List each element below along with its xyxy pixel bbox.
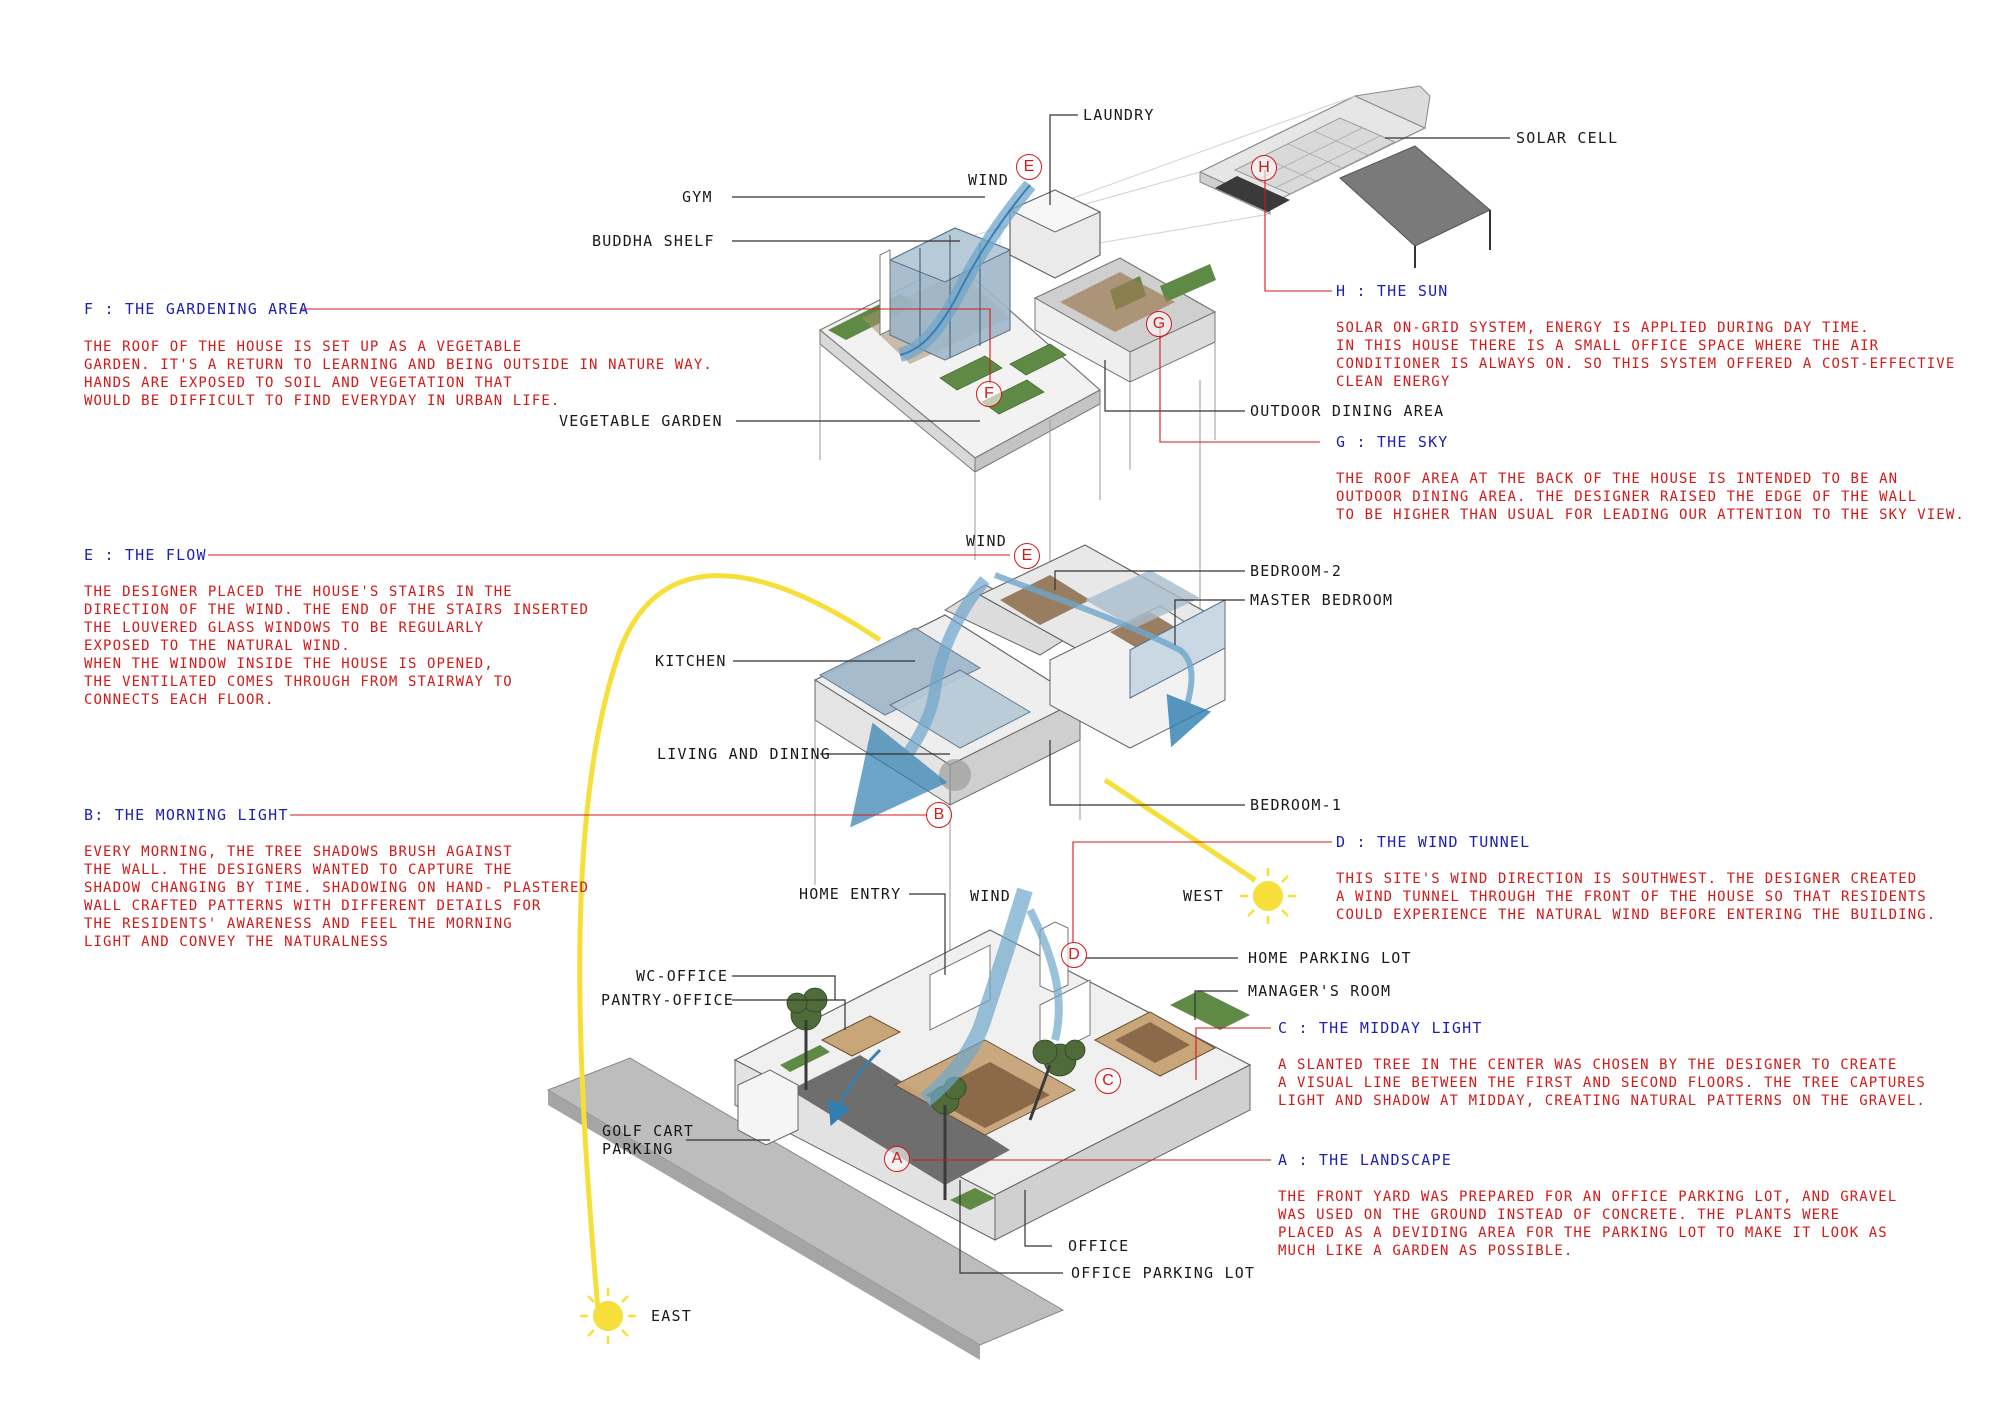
sun-icon-west — [1240, 868, 1296, 924]
section-h-title: H : THE SUN — [1336, 282, 1449, 300]
marker-f: F — [976, 381, 1002, 407]
label-east: EAST — [651, 1307, 692, 1325]
label-wind-low: WIND — [970, 887, 1011, 905]
label-wc-office: WC-OFFICE — [636, 967, 729, 985]
section-g-body: THE ROOF AREA AT THE BACK OF THE HOUSE I… — [1336, 471, 1965, 523]
middle-floor-module — [813, 544, 1226, 980]
section-c-title: C : THE MIDDAY LIGHT — [1278, 1019, 1483, 1037]
label-home-parking: HOME PARKING LOT — [1248, 949, 1412, 967]
marker-d: D — [1061, 942, 1087, 968]
label-leaders — [686, 114, 1510, 1274]
label-office: OFFICE — [1068, 1237, 1130, 1255]
ground-floor-module — [546, 887, 1252, 1360]
sun-path — [577, 573, 1257, 1311]
section-e-body: THE DESIGNER PLACED THE HOUSE'S STAIRS I… — [84, 584, 590, 708]
label-golf-cart-parking: GOLF CART PARKING — [602, 1122, 695, 1158]
section-leaders — [208, 170, 1332, 1161]
label-outdoor-dining: OUTDOOR DINING AREA — [1250, 402, 1445, 420]
label-kitchen: KITCHEN — [655, 652, 727, 670]
marker-b: B — [926, 802, 952, 828]
label-vegetable-garden: VEGETABLE GARDEN — [559, 412, 723, 430]
section-a-body: THE FRONT YARD WAS PREPARED FOR AN OFFIC… — [1278, 1189, 1898, 1259]
label-managers-room: MANAGER'S ROOM — [1248, 982, 1392, 1000]
section-g-title: G : THE SKY — [1336, 433, 1449, 451]
label-bedroom-2: BEDROOM-2 — [1250, 562, 1343, 580]
marker-e-top: E — [1016, 154, 1042, 180]
label-solar-cell: SOLAR CELL — [1516, 129, 1619, 147]
label-office-parking: OFFICE PARKING LOT — [1071, 1264, 1256, 1282]
section-c-body: A SLANTED TREE IN THE CENTER WAS CHOSEN … — [1278, 1057, 1926, 1109]
section-b-title: B: THE MORNING LIGHT — [84, 806, 289, 824]
label-home-entry: HOME ENTRY — [799, 885, 902, 903]
section-h-body: SOLAR ON-GRID SYSTEM, ENERGY IS APPLIED … — [1336, 320, 1956, 390]
label-buddha-shelf: BUDDHA SHELF — [592, 232, 715, 250]
section-f-title: F : THE GARDENING AREA — [84, 300, 310, 318]
marker-g: G — [1146, 311, 1172, 337]
section-d-body: THIS SITE'S WIND DIRECTION IS SOUTHWEST.… — [1336, 871, 1937, 923]
label-laundry: LAUNDRY — [1083, 106, 1155, 124]
sun-icon-east — [580, 1288, 636, 1344]
label-wind-mid: WIND — [966, 532, 1007, 550]
label-living-dining: LIVING AND DINING — [657, 745, 831, 763]
section-e-title: E : THE FLOW — [84, 546, 207, 564]
label-gym: GYM — [682, 188, 713, 206]
solar-roof-module — [1198, 85, 1491, 268]
section-f-body: THE ROOF OF THE HOUSE IS SET UP AS A VEG… — [84, 339, 713, 409]
marker-e-mid: E — [1014, 543, 1040, 569]
section-a-title: A : THE LANDSCAPE — [1278, 1151, 1452, 1169]
label-pantry-office: PANTRY-OFFICE — [601, 991, 734, 1009]
label-master-bedroom: MASTER BEDROOM — [1250, 591, 1394, 609]
label-wind-top: WIND — [968, 171, 1009, 189]
marker-a: A — [884, 1146, 910, 1172]
section-d-title: D : THE WIND TUNNEL — [1336, 833, 1531, 851]
marker-c: C — [1095, 1068, 1121, 1094]
label-bedroom-1: BEDROOM-1 — [1250, 796, 1343, 814]
label-west: WEST — [1183, 887, 1224, 905]
section-b-body: EVERY MORNING, THE TREE SHADOWS BRUSH AG… — [84, 844, 590, 950]
marker-h: H — [1251, 155, 1277, 181]
